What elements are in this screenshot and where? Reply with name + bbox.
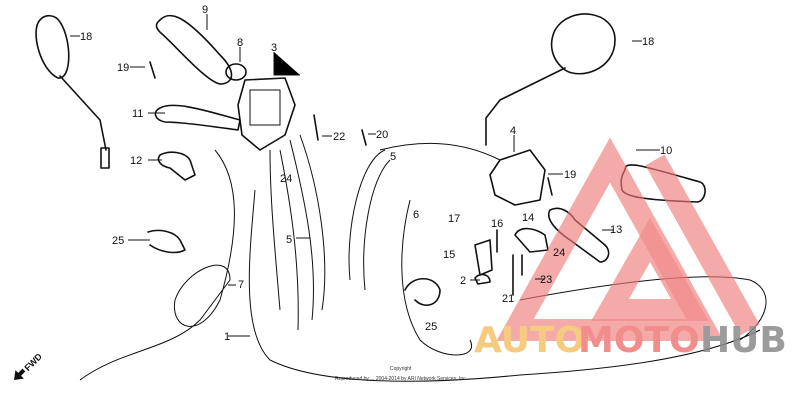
right-mirror: [485, 13, 616, 146]
part-labels: 18 19 9 8 3 11 12 22 20 24 5 25 7 1 5 6 …: [80, 4, 672, 343]
switch-wiring: [269, 134, 326, 331]
master-cylinder-holder: [514, 227, 549, 253]
bracket: [474, 239, 493, 285]
part-label: 4: [510, 125, 516, 137]
brake-switch-cable: [379, 142, 501, 356]
part-label: 6: [413, 209, 419, 221]
part-label: 22: [333, 131, 345, 143]
part-label: 10: [660, 145, 672, 157]
part-label: 24: [280, 173, 292, 185]
part-label: 14: [522, 212, 534, 224]
left-switch-housing: [237, 77, 296, 151]
part-label: 12: [130, 155, 142, 167]
watermark-logo: AUTO MOTO HUB: [474, 137, 787, 361]
part-label: 7: [238, 279, 244, 291]
throttle-cable: [248, 189, 761, 382]
part-label: 23: [540, 274, 552, 286]
part-label: 25: [425, 321, 437, 333]
brake-lever: [548, 207, 610, 263]
clutch-lever: [154, 104, 241, 131]
copyright-line-1: Copyright: [390, 366, 412, 372]
leader-lines: [70, 14, 660, 337]
part-label: 18: [80, 31, 92, 43]
part-label: 15: [443, 249, 455, 261]
copyright-line-2: Reproduced by ... 2004-2014 by ARI Netwo…: [335, 376, 467, 382]
part-label: 24: [553, 247, 565, 259]
part-label: 19: [117, 62, 129, 74]
watermark-auto: AUTO: [474, 320, 585, 361]
part-label: 11: [132, 108, 143, 120]
part-label: 5: [286, 234, 292, 246]
part-label: 13: [610, 224, 622, 236]
forward-direction-indicator: FWD: [14, 351, 44, 380]
part-label: 17: [448, 213, 460, 225]
bolt: [149, 61, 553, 296]
switch-wiring: [348, 149, 391, 291]
part-label: 16: [491, 218, 503, 230]
watermark-moto: MOTO: [578, 320, 700, 361]
lever-holder: [157, 151, 196, 181]
left-mirror: [35, 14, 110, 169]
part-label: 21: [502, 293, 514, 305]
part-label: 3: [271, 42, 277, 54]
fwd-label: FWD: [22, 351, 44, 373]
part-label: 9: [202, 4, 208, 16]
part-label: 5: [390, 151, 396, 163]
wire-clamp: [404, 277, 441, 306]
part-label: 8: [237, 37, 243, 49]
part-label: 1: [224, 331, 230, 343]
part-label: 2: [460, 275, 466, 287]
wire-clamp: [147, 229, 186, 254]
right-switch-housing: [489, 149, 546, 206]
left-grip: [155, 14, 247, 85]
part-label: 19: [564, 169, 576, 181]
part-label: 20: [376, 129, 388, 141]
clutch-cable: [79, 149, 235, 381]
part-label: 25: [112, 235, 124, 247]
watermark-hub: HUB: [700, 320, 787, 361]
part-label: 18: [642, 36, 654, 48]
